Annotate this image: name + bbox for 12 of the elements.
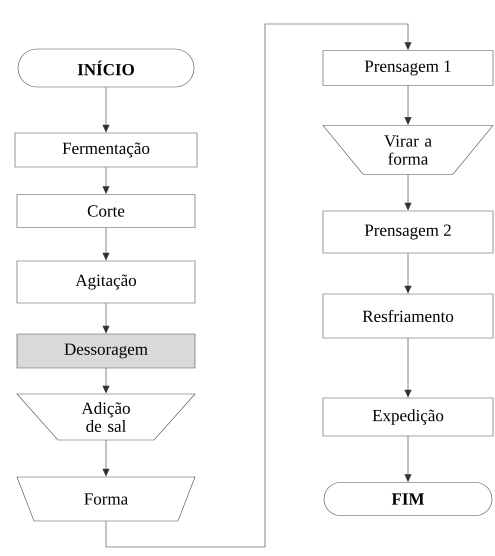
terminal-box: INÍCIO <box>18 48 194 88</box>
process-box: Resfriamento <box>322 294 494 338</box>
process-box: Prensagem 2 <box>322 210 494 254</box>
process-box: Expedição <box>322 398 494 436</box>
process-box: Corte <box>16 194 196 228</box>
terminal-box: FIM <box>324 482 492 516</box>
process-box: Fermentação <box>14 132 198 168</box>
arrow <box>106 24 412 548</box>
process-box: Agitação <box>16 260 196 304</box>
process-box: Prensagem 1 <box>322 50 494 86</box>
process-box: Dessoragem <box>16 334 196 368</box>
manual-operation-box: Forma <box>16 476 196 522</box>
